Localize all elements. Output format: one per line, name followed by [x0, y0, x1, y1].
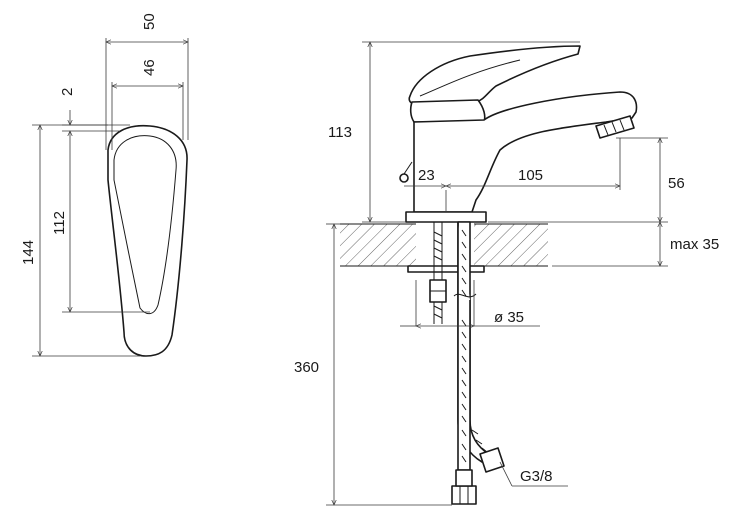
cartridge-cap: [409, 99, 486, 123]
dim-46-label: 46: [141, 59, 158, 76]
lever-handle: [408, 45, 581, 105]
dim-50-label: 50: [141, 13, 158, 30]
tap-body: [399, 45, 638, 223]
spout-aerator: [595, 115, 635, 139]
dim-23-label: 23: [418, 167, 435, 184]
dim-113-label: 113: [328, 124, 352, 141]
dim-max35-label: max 35: [670, 236, 719, 253]
countertop-section: [340, 222, 548, 268]
dim-diameter-label: ø 35: [494, 309, 524, 326]
dim-2-label: 2: [59, 88, 76, 96]
thread-label: G3/8: [520, 468, 553, 485]
dim-360-label: 360: [294, 359, 319, 376]
base-flange: [405, 211, 487, 223]
dim-105-label: 105: [518, 167, 543, 184]
handle-outline: [107, 124, 188, 357]
handle-front-view: [107, 124, 188, 357]
dim-144-label: 144: [20, 240, 37, 265]
handle-dimensions: 50 46 2 112 144: [20, 13, 188, 356]
dim-56-label: 56: [668, 175, 685, 192]
lever-pin: [399, 173, 409, 183]
dim-112-label: 112: [51, 211, 68, 235]
handle-inner-contour: [113, 135, 177, 315]
tap-dimensions: 113 23 105 56 max 35 ø 35 360 G3/8: [294, 42, 719, 505]
mounting-and-hoses: [407, 221, 505, 505]
